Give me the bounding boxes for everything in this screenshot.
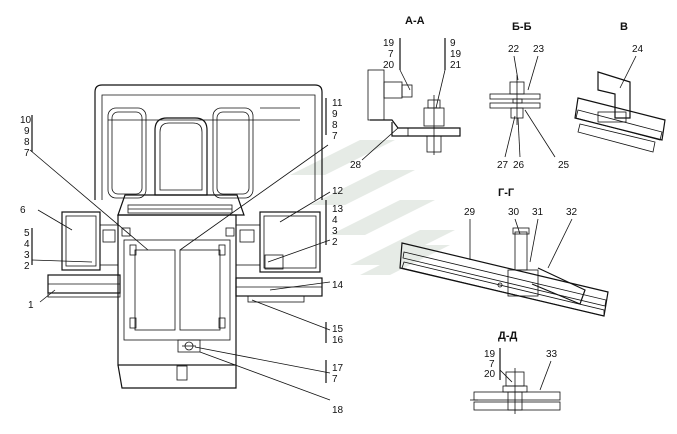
aa-callout-28: 28 — [350, 160, 362, 171]
callout-7c: 7 — [332, 374, 338, 385]
callout-8: 8 — [24, 137, 30, 148]
section-gg: Г-Г 29 30 31 32 — [399, 187, 609, 317]
bb-callout-25: 25 — [558, 160, 570, 171]
callout-5: 5 — [24, 228, 30, 239]
section-v: В 24 — [574, 21, 666, 153]
section-aa: А-А 19 7 20 9 19 21 28 — [350, 15, 462, 171]
callout-7: 7 — [24, 148, 30, 159]
callout-10: 10 — [20, 115, 32, 126]
gg-callout-29: 29 — [464, 207, 476, 218]
callout-4b: 4 — [332, 215, 338, 226]
section-aa-title: А-А — [405, 15, 425, 27]
callout-6: 6 — [20, 205, 26, 216]
section-v-title: В — [620, 21, 628, 33]
leader-lines-main — [29, 98, 331, 401]
bb-callout-27: 27 — [497, 160, 509, 171]
bb-callout-23: 23 — [533, 44, 545, 55]
section-bb-title: Б-Б — [512, 21, 532, 33]
v-callout-24: 24 — [632, 44, 644, 55]
callout-2: 2 — [24, 261, 30, 272]
aa-callout-19: 19 — [383, 38, 395, 49]
dd-callout-19: 19 — [484, 349, 496, 360]
dd-callout-33: 33 — [546, 349, 558, 360]
bb-callout-26: 26 — [513, 160, 525, 171]
callout-8b: 8 — [332, 120, 338, 131]
callout-13: 13 — [332, 204, 344, 215]
gg-callout-32: 32 — [566, 207, 578, 218]
section-gg-title: Г-Г — [498, 187, 515, 199]
callout-17: 17 — [332, 363, 344, 374]
callout-7b: 7 — [332, 131, 338, 142]
callout-2b: 2 — [332, 237, 338, 248]
callout-4: 4 — [24, 239, 30, 250]
gg-callout-31: 31 — [532, 207, 544, 218]
callouts-main: 10 9 8 7 6 5 4 3 2 1 11 9 8 7 12 13 4 3 … — [20, 98, 344, 416]
section-dd-title: Д-Д — [498, 330, 517, 342]
section-dd: Д-Д 19 7 20 33 — [470, 330, 561, 414]
callout-3: 3 — [24, 250, 30, 261]
aa-callout-21: 21 — [450, 60, 462, 71]
callout-11: 11 — [332, 98, 343, 109]
callout-12: 12 — [332, 186, 344, 197]
watermark-logo — [290, 140, 455, 275]
callout-9: 9 — [24, 126, 30, 137]
callout-9b: 9 — [332, 109, 338, 120]
aa-callout-7: 7 — [388, 49, 394, 60]
tractor-front-view — [47, 84, 323, 389]
gg-callout-30: 30 — [508, 207, 520, 218]
callout-15: 15 — [332, 324, 344, 335]
callout-16: 16 — [332, 335, 344, 346]
dd-callout-20: 20 — [484, 369, 496, 380]
callout-3b: 3 — [332, 226, 338, 237]
callout-14: 14 — [332, 280, 344, 291]
callout-1: 1 — [28, 300, 34, 311]
section-bb: Б-Б 22 23 27 26 25 — [489, 21, 570, 171]
callout-18: 18 — [332, 405, 344, 416]
aa-callout-9: 9 — [450, 38, 456, 49]
dd-callout-7: 7 — [489, 359, 495, 370]
bb-callout-22: 22 — [508, 44, 520, 55]
aa-callout-20: 20 — [383, 60, 395, 71]
aa-callout-19b: 19 — [450, 49, 462, 60]
